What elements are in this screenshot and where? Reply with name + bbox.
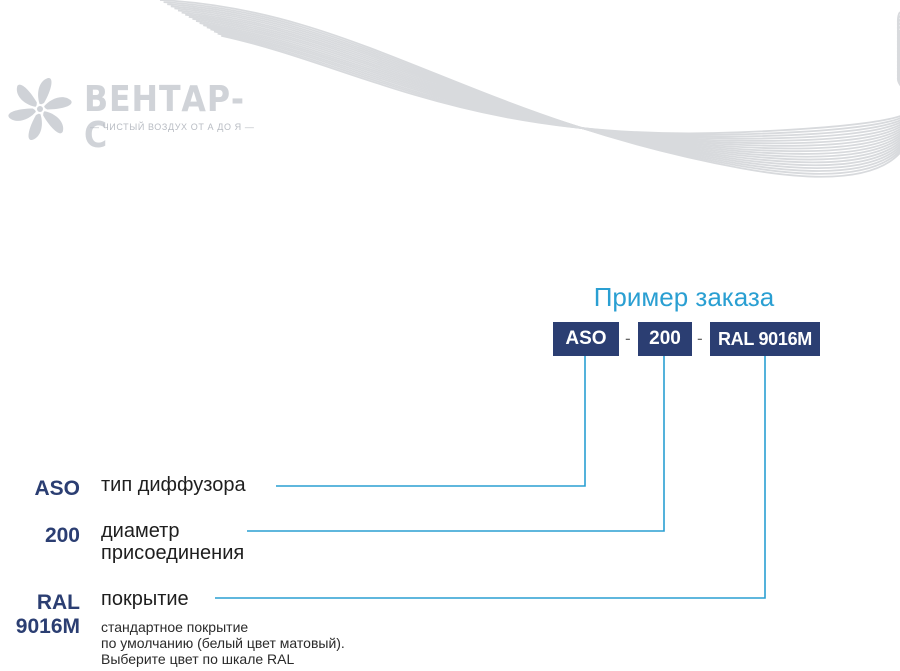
order-example-title: Пример заказа	[593, 282, 775, 312]
wave-line	[174, 7, 900, 167]
legend-code-diameter: 200	[44, 524, 80, 547]
wave-line	[213, 30, 900, 138]
wave-line	[192, 18, 900, 153]
wave-line	[163, 1, 900, 175]
wave-line	[217, 32, 900, 136]
legend-text-coating: покрытие	[101, 588, 192, 610]
wave-line	[159, 0, 900, 178]
order-code-coating: RAL 9016M	[710, 322, 820, 356]
wave-line	[167, 3, 900, 172]
code-separator: -	[625, 329, 631, 348]
fan-icon	[8, 77, 72, 141]
code-separator: -	[697, 329, 703, 348]
logo-slogan: — ЧИСТЫЙ ВОЗДУХ ОТ А ДО Я —	[90, 122, 255, 132]
order-code-type: ASO	[553, 322, 619, 356]
company-logo: ВЕНТАР-С — ЧИСТЫЙ ВОЗДУХ ОТ А ДО Я —	[6, 76, 266, 154]
wave-line	[177, 9, 900, 164]
legend-code-coating: RAL 9016M	[15, 591, 80, 638]
connector-line-type	[276, 356, 586, 487]
legend-text-type: тип диффузора	[101, 474, 249, 496]
wave-line	[188, 15, 900, 155]
wave-line	[199, 22, 900, 147]
connector-line-diameter	[203, 356, 665, 532]
wave-line	[185, 13, 900, 158]
order-code-diameter: 200	[638, 322, 692, 356]
legend-text-diameter: диаметр присоединения	[101, 520, 248, 564]
logo-name: ВЕНТАР-С	[84, 79, 245, 156]
legend-code-type: ASO	[34, 477, 80, 500]
wave-line	[206, 26, 900, 142]
wave-line	[210, 28, 900, 140]
wave-line	[181, 11, 900, 161]
connector-line-coating	[215, 356, 766, 599]
wave-line	[170, 5, 900, 169]
wave-line	[221, 34, 900, 135]
wave-line	[195, 20, 900, 150]
decorative-wave-lines	[159, 0, 900, 178]
coating-note: стандартное покрытие по умолчанию (белый…	[101, 619, 345, 667]
wave-line	[203, 24, 900, 145]
